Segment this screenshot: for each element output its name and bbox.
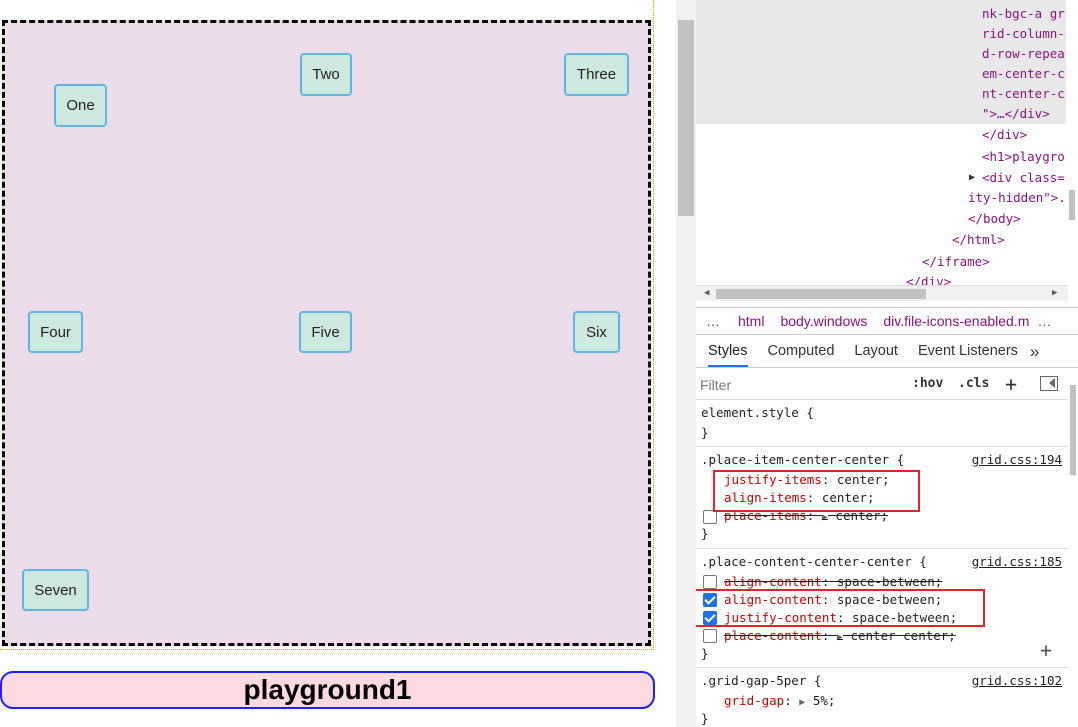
grid-item-two: Two [300, 53, 352, 96]
styles-tab-bar: Styles Computed Layout Event Listeners » [696, 336, 1078, 368]
elements-vertical-scrollbar[interactable] [1066, 0, 1078, 285]
breadcrumb-item-body[interactable]: body.windows [780, 313, 868, 329]
toggle-sidebar-icon[interactable] [1040, 376, 1058, 391]
rule-close-brace: } [701, 711, 709, 726]
dom-line[interactable]: </iframe> [922, 254, 990, 269]
css-property[interactable]: align-content: space-between; [724, 592, 943, 607]
css-property-overridden[interactable]: place-content: ▶ center center; [724, 628, 956, 643]
property-checkbox[interactable] [703, 629, 717, 643]
scroll-right-icon[interactable]: ▶ [1052, 288, 1058, 298]
css-property[interactable]: align-items: center; [724, 490, 875, 505]
elements-vertical-scrollbar-thumb[interactable] [1069, 190, 1075, 220]
class-toggle-button[interactable]: .cls [958, 376, 990, 391]
annotation-highlight-box [696, 589, 985, 627]
rule-source-link[interactable]: grid.css:185 [971, 554, 1062, 569]
rule-close-brace: } [701, 526, 709, 541]
dom-line[interactable]: <h1>playgro [982, 149, 1065, 164]
breadcrumb: … html body.windows div.file-icons-enabl… [696, 307, 1078, 335]
dom-line[interactable]: ity-hidden">. [968, 190, 1066, 205]
property-checkbox[interactable] [703, 575, 717, 589]
rule-selector[interactable]: .place-content-center-center { [701, 554, 927, 569]
rule-place-item-center-center: .place-item-center-center { grid.css:194… [696, 448, 1068, 549]
styles-scrollbar-thumb[interactable] [1070, 385, 1076, 475]
breadcrumb-item-html[interactable]: html [738, 313, 765, 329]
hover-state-button[interactable]: :hov [912, 376, 944, 391]
css-property[interactable]: grid-gap: ▶ 5%; [724, 693, 836, 708]
expand-shorthand-icon[interactable]: ▶ [821, 512, 828, 523]
css-property[interactable]: justify-content: space-between; [724, 610, 958, 625]
scroll-left-icon[interactable]: ◀ [704, 288, 710, 298]
dom-line[interactable]: nk-bgc-a gr [982, 6, 1065, 21]
dom-line[interactable]: d-row-repea [982, 46, 1065, 61]
expand-shorthand-icon[interactable]: ▶ [836, 632, 843, 643]
property-checkbox-checked[interactable] [703, 593, 717, 607]
grid-item-one: One [54, 84, 107, 127]
rule-selector[interactable]: .grid-gap-5per { [701, 673, 822, 688]
css-property[interactable]: justify-items: center; [724, 472, 890, 487]
rule-source-link[interactable]: grid.css:102 [971, 673, 1062, 688]
tab-styles[interactable]: Styles [708, 336, 748, 367]
annotation-highlight-box [713, 470, 920, 512]
elements-horizontal-scrollbar-thumb[interactable] [716, 289, 926, 299]
rule-close-brace: } [701, 646, 709, 661]
add-property-button[interactable]: + [1040, 638, 1053, 662]
breadcrumb-item-div[interactable]: div.file-icons-enabled.m [883, 313, 1030, 329]
container-outline-bottom [0, 649, 654, 650]
page-scrollbar[interactable] [676, 0, 696, 727]
container-outline-right [653, 0, 654, 650]
more-tabs-icon[interactable]: » [1029, 342, 1040, 361]
grid-item-seven: Seven [22, 569, 89, 611]
expand-triangle-icon[interactable]: ▶ [969, 172, 976, 183]
rule-grid-gap-5per: .grid-gap-5per { grid.css:102 grid-gap: … [696, 669, 1068, 727]
tab-computed[interactable]: Computed [767, 343, 835, 359]
rule-place-content-center-center: .place-content-center-center { grid.css:… [696, 550, 1068, 668]
selected-node-highlight [696, 0, 1068, 124]
devtools-panel: nk-bgc-a gr rid-column- d-row-repea em-c… [696, 0, 1078, 727]
elements-horizontal-scrollbar[interactable]: ◀ ▶ [696, 285, 1068, 301]
property-checkbox-checked[interactable] [703, 611, 717, 625]
rule-selector[interactable]: element.style { [701, 405, 814, 420]
page-scrollbar-thumb[interactable] [678, 20, 694, 216]
rule-selector[interactable]: .place-item-center-center { [701, 452, 905, 467]
dom-line[interactable]: em-center-c [982, 66, 1065, 81]
rendered-page: One Two Three Four Five Six Seven playgr… [0, 0, 655, 709]
styles-toolbar: :hov .cls + [696, 369, 1078, 400]
grid-item-four: Four [28, 311, 83, 353]
dom-line[interactable]: ">…</div> [982, 106, 1050, 121]
expand-value-icon[interactable]: ▶ [799, 697, 806, 708]
grid-item-six: Six [573, 311, 620, 353]
grid-item-five: Five [299, 311, 352, 353]
breadcrumb-ellipsis[interactable]: … [706, 313, 720, 329]
new-style-rule-button[interactable]: + [1005, 372, 1018, 396]
dom-line[interactable]: </html> [952, 232, 1005, 247]
tab-event-listeners[interactable]: Event Listeners [917, 343, 1018, 359]
rule-element-style: element.style { } [696, 401, 1068, 447]
dom-line[interactable]: rid-column- [982, 26, 1065, 41]
dom-line[interactable]: </div> [982, 127, 1028, 142]
elements-tree: nk-bgc-a gr rid-column- d-row-repea em-c… [696, 0, 1078, 285]
dom-line[interactable]: </body> [968, 211, 1021, 226]
styles-scrollbar[interactable] [1068, 370, 1078, 727]
rule-source-link[interactable]: grid.css:194 [971, 452, 1062, 467]
dom-line[interactable]: <div class= [982, 170, 1065, 185]
page-title-banner: playground1 [0, 671, 655, 709]
grid-item-three: Three [564, 53, 629, 96]
rule-close-brace: } [701, 425, 709, 440]
property-checkbox[interactable] [703, 510, 717, 524]
styles-filter-input[interactable] [700, 373, 900, 396]
grid-container: One Two Three Four Five Six Seven [2, 20, 651, 646]
dom-line[interactable]: nt-center-c [982, 86, 1065, 101]
dom-line[interactable]: </div> [906, 274, 952, 285]
css-property-overridden[interactable]: align-content: space-between; [724, 574, 943, 589]
breadcrumb-more[interactable]: … [1037, 313, 1052, 329]
tab-layout[interactable]: Layout [854, 343, 898, 359]
page-title: playground1 [243, 674, 412, 705]
